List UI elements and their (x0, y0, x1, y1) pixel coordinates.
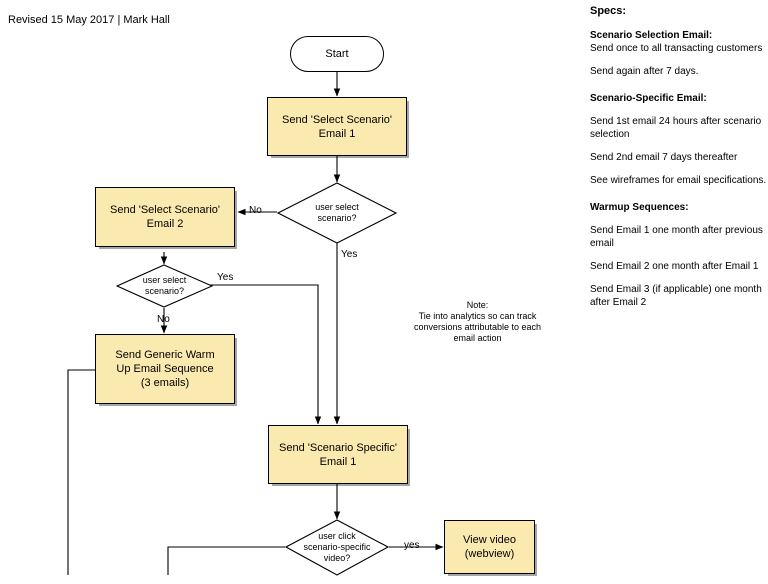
specs-line-3-1: Send Email 1 one month after previous em… (590, 225, 763, 249)
specs-title: Specs: (590, 5, 627, 17)
specs-line-2-3: See wireframes for email specifications. (590, 175, 767, 186)
node-select-scenario-email-2-label: Send 'Select Scenario' Email 2 (110, 204, 220, 230)
edge-label-yes-3: yes (404, 540, 420, 551)
specs-panel: Specs: Scenario Selection Email: Send on… (590, 0, 768, 575)
diamond-shape-3 (284, 519, 390, 576)
specs-line-3-2: Send Email 2 one month after Email 1 (590, 261, 759, 272)
edge-label-yes-1: Yes (341, 249, 358, 260)
node-decision-user-select-scenario-1[interactable]: user select scenario? (276, 182, 398, 244)
node-scenario-specific-email-1-label: Send 'Scenario Specific' Email 1 (279, 441, 397, 468)
specs-heading-scenario-specific: Scenario-Specific Email: (590, 93, 707, 104)
node-generic-warmup-sequence[interactable]: Send Generic Warm Up Email Sequence (3 e… (95, 334, 235, 404)
node-decision-user-click-video[interactable]: user click scenario-specific video? (284, 519, 390, 576)
node-decision-user-select-scenario-2[interactable]: user select scenario? (115, 264, 214, 308)
specs-heading-warmup-sequences: Warmup Sequences: (590, 202, 689, 213)
specs-line-2-2: Send 2nd email 7 days thereafter (590, 152, 738, 163)
analytics-note: Note: Tie into analytics so can track co… (413, 300, 542, 343)
node-select-scenario-email-1-label: Send 'Select Scenario' Email 1 (282, 113, 392, 140)
specs-line-2-1: Send 1st email 24 hours after scenario s… (590, 116, 762, 140)
edge-label-no-1: No (249, 205, 262, 216)
node-scenario-specific-email-1[interactable]: Send 'Scenario Specific' Email 1 (268, 425, 408, 484)
node-view-video[interactable]: View video (webview) (444, 520, 535, 574)
node-start-label: Start (325, 48, 349, 60)
edge-label-yes-2: Yes (217, 272, 234, 283)
specs-line-3-3: Send Email 3 (if applicable) one month a… (590, 284, 762, 308)
diamond-shape-1 (276, 182, 398, 244)
node-start[interactable]: Start (290, 36, 384, 72)
edge-label-no-2: No (157, 314, 170, 325)
diamond-shape-2 (115, 264, 214, 308)
node-generic-warmup-label: Send Generic Warm Up Email Sequence (3 e… (115, 349, 215, 389)
node-select-scenario-email-2[interactable]: Send 'Select Scenario' Email 2 (95, 187, 235, 247)
specs-line-1-2: Send again after 7 days. (590, 66, 699, 77)
specs-heading-scenario-selection: Scenario Selection Email: (590, 30, 713, 41)
specs-line-1-1: Send once to all transacting customers (590, 43, 763, 54)
node-view-video-label: View video (webview) (463, 534, 516, 560)
node-select-scenario-email-1[interactable]: Send 'Select Scenario' Email 1 (267, 97, 407, 156)
revision-text: Revised 15 May 2017 | Mark Hall (8, 14, 170, 26)
